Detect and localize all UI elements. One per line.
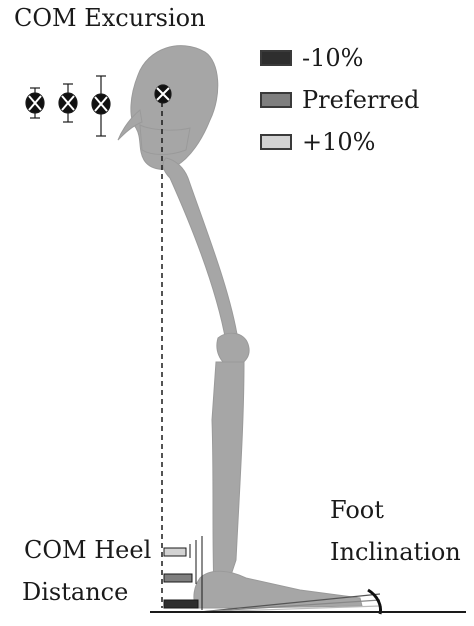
shin-shape: [212, 362, 244, 590]
knee-shape: [217, 333, 249, 366]
legend-swatch-preferred: [260, 92, 292, 108]
heel-bar-minus10: [164, 600, 198, 608]
com-marker-plus10: [26, 88, 44, 118]
legend-swatch-minus10: [260, 50, 292, 66]
heel-bar-preferred: [164, 574, 192, 582]
com-marker-minus10: [92, 76, 110, 136]
heel-distance-label-line2: Distance: [22, 578, 128, 606]
heel-bar-plus10: [164, 548, 186, 556]
com-marker-preferred: [59, 84, 77, 122]
legend-label-plus10: +10%: [302, 128, 375, 156]
foot-inclination-label-line2: Inclination: [330, 538, 461, 566]
legend-swatch-plus10: [260, 134, 292, 150]
diagram-title: COM Excursion: [14, 4, 206, 32]
com-marker-on-pelvis: [155, 85, 171, 103]
legend-label-preferred: Preferred: [302, 86, 419, 114]
legend-label-minus10: -10%: [302, 44, 363, 72]
femur-shape: [163, 158, 238, 342]
heel-distance-label-line1: COM Heel: [24, 536, 151, 564]
foot-inclination-label-line1: Foot: [330, 496, 384, 524]
